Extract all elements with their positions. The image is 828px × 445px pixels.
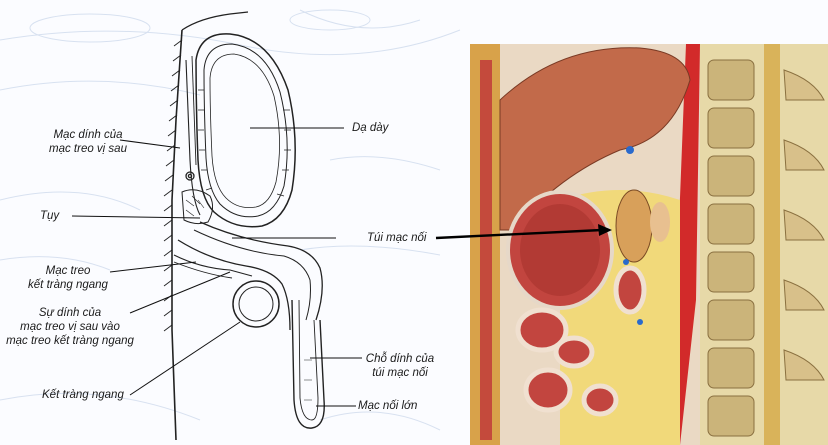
vessel-circle <box>185 171 195 181</box>
label-bursa-adhesion: Chỗ dính của túi mạc nối <box>365 353 435 379</box>
stomach-inner-wall <box>203 43 288 218</box>
label-fusion: Sự dính của mạc treo vị sau vào mạc treo… <box>6 307 134 347</box>
label-mesentery-adhesion: Mạc dính của mạc treo vị sau <box>49 129 127 155</box>
greater-omentum <box>291 299 325 429</box>
label-transverse-colon: Kết tràng ngang <box>42 389 124 401</box>
transverse-colon-shape <box>232 280 280 328</box>
label-omental-bursa: Túi mạc nối <box>367 232 427 244</box>
stomach-outer-wall <box>195 33 296 228</box>
schematic-diagram <box>163 11 325 441</box>
bursa-arrow <box>435 224 612 240</box>
leader-lines <box>71 127 362 407</box>
pancreas <box>181 189 214 225</box>
label-greater-omentum: Mạc nối lớn <box>358 400 418 412</box>
label-stomach: Dạ dày <box>352 122 389 134</box>
label-pancreas: Tụy <box>40 210 60 222</box>
liver <box>499 47 691 231</box>
posterior-wall <box>171 29 183 441</box>
wall-hatching <box>163 39 183 332</box>
label-transverse-mesocolon: Mạc treo kết tràng ngang <box>28 265 108 291</box>
watermark-background <box>0 9 461 431</box>
anatomical-illustration <box>470 44 828 445</box>
